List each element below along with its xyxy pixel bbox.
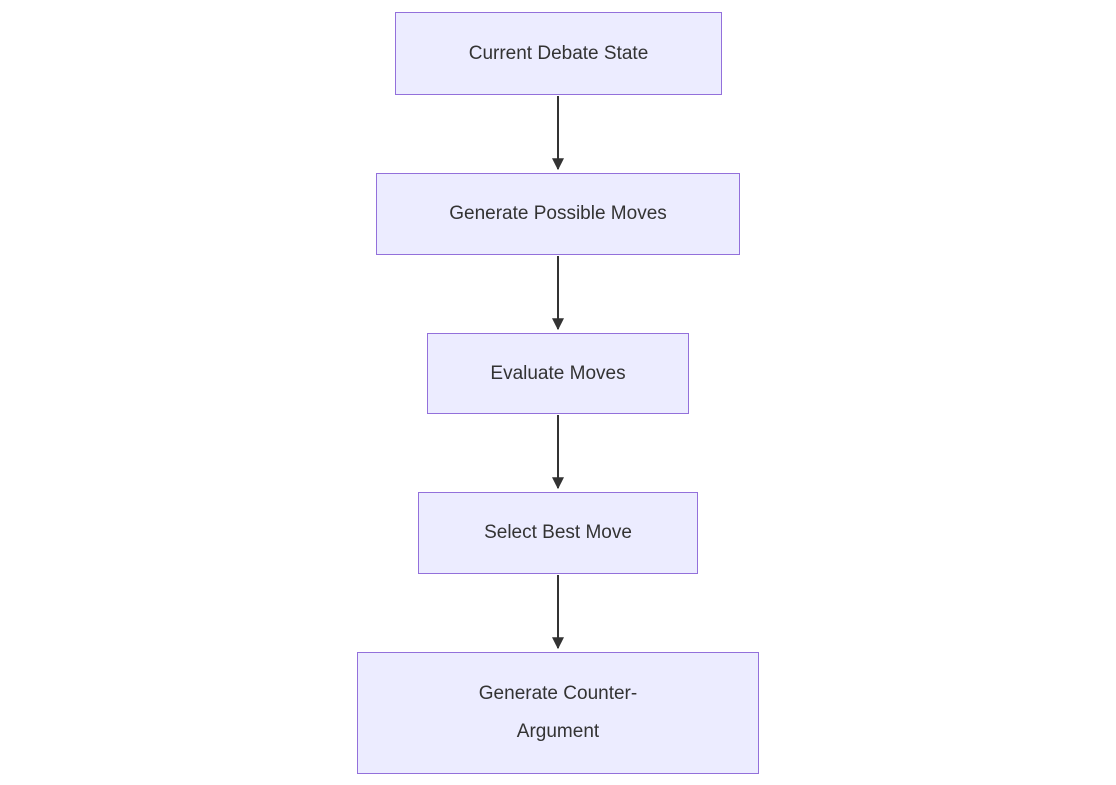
node-label: Generate Counter- Argument	[478, 683, 638, 742]
flow-node-current-debate-state: Current Debate State	[395, 12, 722, 95]
node-label: Select Best Move	[484, 522, 632, 543]
node-label: Evaluate Moves	[490, 362, 626, 384]
node-label: Current Debate State	[468, 42, 649, 64]
flow-node-evaluate-moves: Evaluate Moves	[427, 333, 689, 414]
flow-node-select-best-move: Select Best Move	[418, 492, 698, 574]
flow-node-generate-counter-argument: Generate Counter- Argument	[357, 652, 759, 774]
flow-node-generate-possible-moves: Generate Possible Moves	[376, 173, 740, 255]
node-label: Generate Possible Moves	[449, 203, 667, 224]
